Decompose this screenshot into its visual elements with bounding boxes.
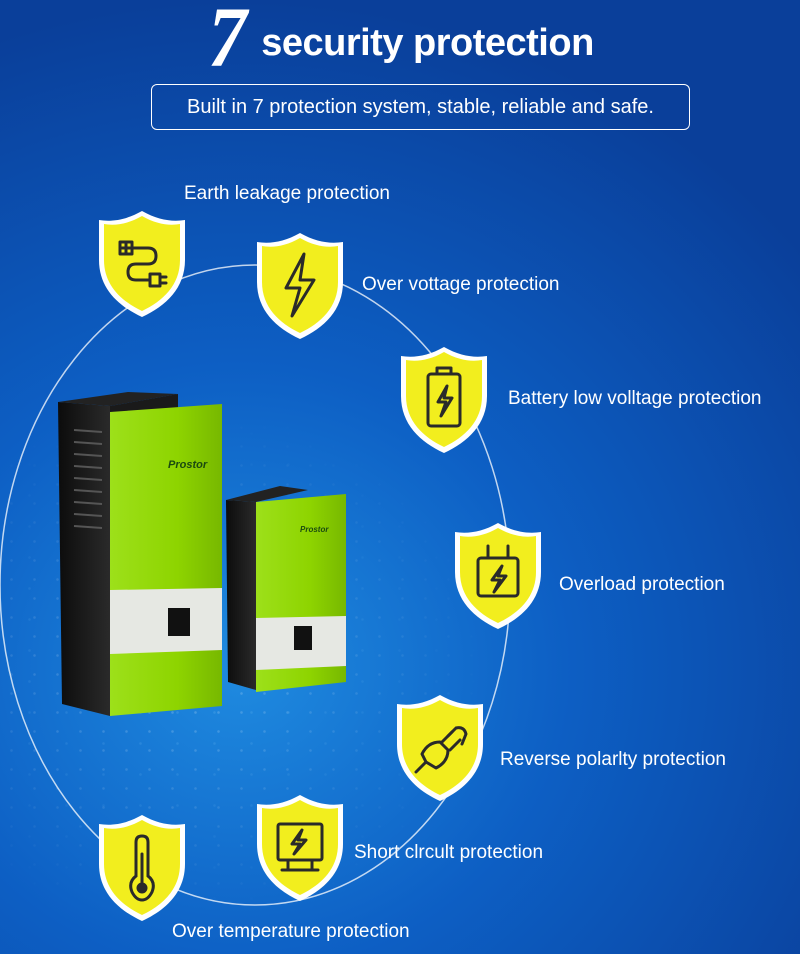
battery-icon [426, 366, 462, 428]
shield-earth-leakage [96, 208, 188, 320]
thermometer-icon [129, 834, 155, 902]
label-short-circuit: Short clrcult protection [354, 842, 544, 863]
label-overload: Overload protection [559, 574, 725, 595]
brand-logo-large: Prostor [168, 459, 208, 471]
circuit-board-icon [276, 822, 324, 872]
small-inverter: Prostor [226, 486, 346, 692]
lightning-icon [284, 252, 316, 318]
label-earth-leakage: Earth leakage protection [184, 183, 390, 204]
label-over-temperature: Over temperature protection [172, 921, 410, 942]
label-reverse-polarity: Reverse polarlty protection [500, 749, 726, 770]
brand-logo-small: Prostor [300, 525, 329, 534]
title-number: 7 [208, 0, 248, 85]
shield-over-temperature [96, 812, 188, 924]
cable-plug-icon [118, 240, 168, 288]
subtitle-box: Built in 7 protection system, stable, re… [151, 84, 690, 130]
label-over-voltage: Over vottage protection [362, 274, 560, 295]
shield-overload [452, 520, 544, 632]
power-adapter-icon [476, 544, 520, 598]
shield-short-circuit [254, 792, 346, 904]
page-title: 7 security protection [0, 0, 800, 85]
shield-battery-low-voltage [398, 344, 490, 456]
shield-over-voltage [254, 230, 346, 342]
title-text: security protection [261, 22, 594, 64]
large-inverter: Prostor [58, 392, 222, 716]
inverter-product-image: Prostor Prostor [58, 392, 346, 716]
shield-reverse-polarity [394, 692, 486, 804]
plug-socket-icon [414, 726, 468, 774]
label-battery-low-voltage: Battery low volltage protection [508, 388, 762, 409]
subtitle-text: Built in 7 protection system, stable, re… [187, 95, 654, 118]
